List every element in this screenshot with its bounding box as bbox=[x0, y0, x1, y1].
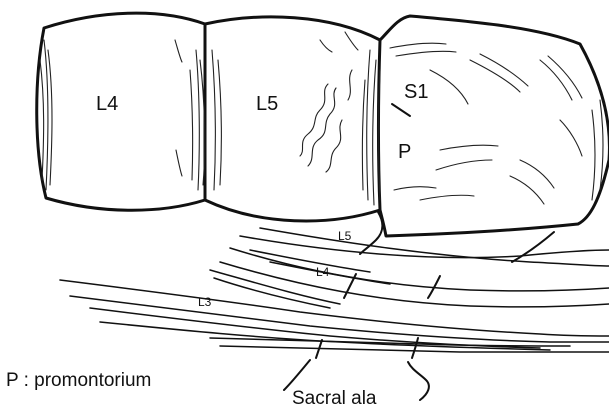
label-nerve-l3: L3 bbox=[198, 295, 212, 309]
sacrum bbox=[380, 16, 609, 236]
label-sacral-ala: Sacral ala bbox=[292, 388, 377, 409]
label-s1: S1 bbox=[404, 81, 428, 103]
label-nerve-l5: L5 bbox=[338, 229, 352, 243]
vertebra-l5 bbox=[205, 17, 380, 221]
vertebra-l4 bbox=[37, 13, 205, 210]
label-nerve-l4: L4 bbox=[316, 265, 330, 279]
label-p: P bbox=[398, 141, 411, 163]
nerve-roots bbox=[60, 228, 609, 352]
legend-promontorium: P : promontorium bbox=[6, 370, 151, 391]
label-l4: L4 bbox=[96, 93, 118, 115]
label-l5: L5 bbox=[256, 93, 278, 115]
